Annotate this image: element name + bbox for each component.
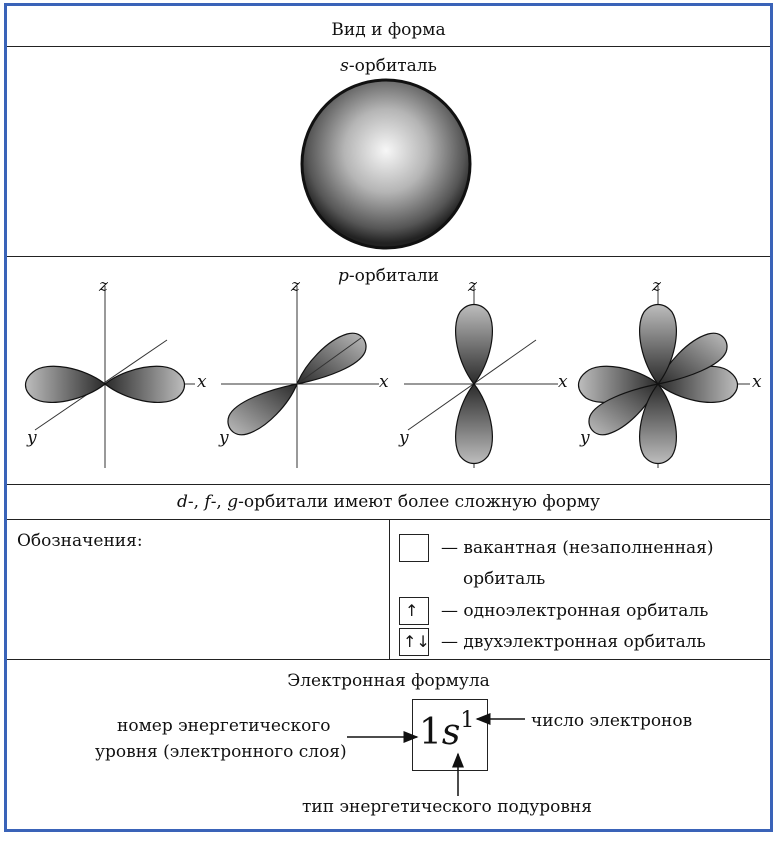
formula-letter: s (441, 712, 461, 753)
s-orbital-figure (300, 78, 472, 250)
axis-z-label-2: z (291, 276, 300, 296)
axis-x-label-4: x (752, 372, 762, 392)
table-frame: Вид и форма s-орбиталь p-орбитали (4, 3, 773, 832)
divider-header (7, 46, 770, 47)
formula-left-label-line1: номер энергетического (117, 716, 331, 736)
axis-y-label-1: y (27, 428, 37, 448)
axis-y-label-3: y (399, 428, 409, 448)
formula-exponent: 1 (460, 708, 475, 733)
divider-legend (7, 659, 770, 660)
legend-vacant-text-line1: — вакантная (незаполненная) (441, 538, 714, 558)
legend-label: Обозначения: (17, 531, 143, 551)
axis-z-label-4: z (652, 276, 661, 296)
legend-double-electron-cell: ↑↓ (399, 628, 430, 656)
formula-title: Электронная формула (287, 671, 490, 691)
axis-x-label-3: x (558, 372, 568, 392)
axis-z-label-3: z (468, 276, 477, 296)
dfg-orbitals-text: d-, f-, g-орбитали имеют более сложную ф… (176, 492, 601, 512)
px-orbital-diagram (24, 286, 195, 468)
formula-box (412, 699, 488, 771)
legend-vacant-text-line2: орбиталь (463, 569, 546, 589)
up-down-arrows-icon: ↑↓ (403, 632, 430, 651)
legend-single-electron-cell: ↑ (399, 597, 429, 625)
axis-z-label-1: z (99, 276, 108, 296)
formula-left-label-line2: уровня (электронного слоя) (95, 742, 347, 762)
combined-p-orbitals-diagram (577, 286, 750, 468)
p-orbitals-figure (24, 286, 750, 468)
divider-dfg (7, 519, 770, 520)
axis-y-label-4: y (580, 428, 590, 448)
divider-s (7, 256, 770, 257)
formula-bottom-label: тип энергетического подуровня (302, 797, 592, 817)
divider-p (7, 484, 770, 485)
formula-expression: 1s1 (419, 710, 474, 753)
formula-right-label: число электронов (531, 711, 693, 731)
s-orbital-sphere (300, 78, 472, 250)
header-title: Вид и форма (331, 20, 446, 40)
formula-coefficient: 1 (419, 712, 442, 753)
pz-orbital-diagram (404, 286, 558, 468)
py-orbital-diagram (221, 286, 379, 468)
p-orbitals-title: p-орбитали (338, 266, 439, 286)
s-orbital-title: s-орбиталь (340, 56, 437, 76)
formula-arrows (347, 713, 525, 796)
legend-single-electron-text: — одноэлектронная орбиталь (441, 601, 709, 621)
up-arrow-icon: ↑ (405, 601, 419, 620)
legend-empty-cell (399, 534, 429, 562)
axis-x-label-2: x (379, 372, 389, 392)
axis-y-label-2: y (219, 428, 229, 448)
legend-vertical-divider (389, 519, 390, 659)
axis-x-label-1: x (197, 372, 207, 392)
legend-double-electron-text: — двухэлектронная орбиталь (441, 632, 706, 652)
